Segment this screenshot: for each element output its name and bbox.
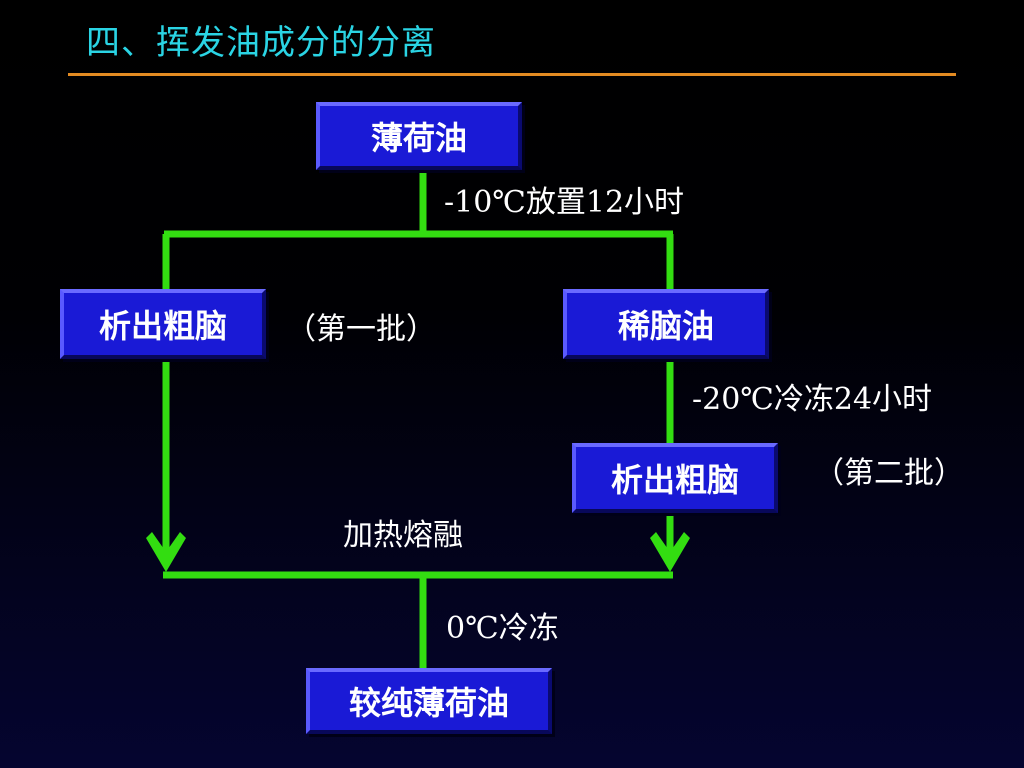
- node-crude-menthol-first: 析出粗脑: [60, 289, 266, 359]
- node-dementholized-oil: 稀脑油: [563, 289, 769, 359]
- edge-label-step2: -20℃冷冻24小时: [692, 382, 933, 417]
- node-peppermint-oil: 薄荷油: [316, 102, 522, 170]
- batch-label-first: （第一批）: [286, 312, 436, 347]
- arrow-down-icon: [650, 532, 690, 572]
- edge-label-freeze: 0℃冷冻: [446, 611, 559, 646]
- title-divider: [68, 73, 956, 76]
- batch-label-second: （第二批）: [814, 456, 964, 491]
- arrow-down-icon: [146, 532, 186, 572]
- edge-label-heat-melt: 加热熔融: [343, 518, 463, 553]
- node-purer-peppermint-oil: 较纯薄荷油: [306, 668, 552, 734]
- node-crude-menthol-second: 析出粗脑: [572, 443, 778, 513]
- edge-label-step1: -10℃放置12小时: [444, 185, 685, 220]
- slide-title: 四、挥发油成分的分离: [86, 23, 436, 63]
